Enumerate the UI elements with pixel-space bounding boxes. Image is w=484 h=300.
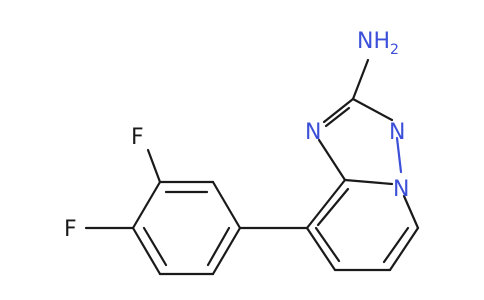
bond-c8-c3a xyxy=(305,178,347,230)
bond-n1-nbridge xyxy=(395,136,403,174)
bond-c7-c8-double xyxy=(314,226,341,263)
bond-ph4-ph5 xyxy=(131,226,162,276)
bond-ph6-ph1-double xyxy=(206,226,231,267)
bond-c5-c6-double xyxy=(382,226,410,264)
ring-nitrogen-left-label: N xyxy=(305,120,321,145)
bond-ph6-ph1 xyxy=(211,226,242,276)
bond-c2-n3-double xyxy=(324,106,351,128)
bond-nbridge-c5 xyxy=(402,194,420,230)
bond-ph3-ftop xyxy=(146,148,162,184)
amine-label: NH2 xyxy=(357,29,399,58)
bond-n3-c3a xyxy=(317,138,347,182)
bridgehead-nitrogen-label: N xyxy=(393,177,409,202)
fluorine-left-label: F xyxy=(64,217,77,242)
atom-labels: NH2 N N N F F xyxy=(64,29,409,242)
bond-ph3-ph4 xyxy=(131,180,162,230)
bond-c2-n1 xyxy=(351,97,394,122)
bond-c5-c6 xyxy=(388,226,420,272)
bond-c2-nh2 xyxy=(351,58,370,101)
bond-ph4-ph5-double xyxy=(142,226,168,267)
bond-c7-c8 xyxy=(305,226,337,272)
bond-ph1-ph2 xyxy=(211,180,242,230)
ring-nitrogen-right-label: N xyxy=(389,120,405,145)
bonds xyxy=(84,58,420,276)
bond-c2-n3 xyxy=(322,97,355,124)
bond-c8-c3a-inner xyxy=(316,187,350,227)
bond-c3a-nbridge xyxy=(343,178,394,186)
fluorine-top-label: F xyxy=(131,125,144,150)
